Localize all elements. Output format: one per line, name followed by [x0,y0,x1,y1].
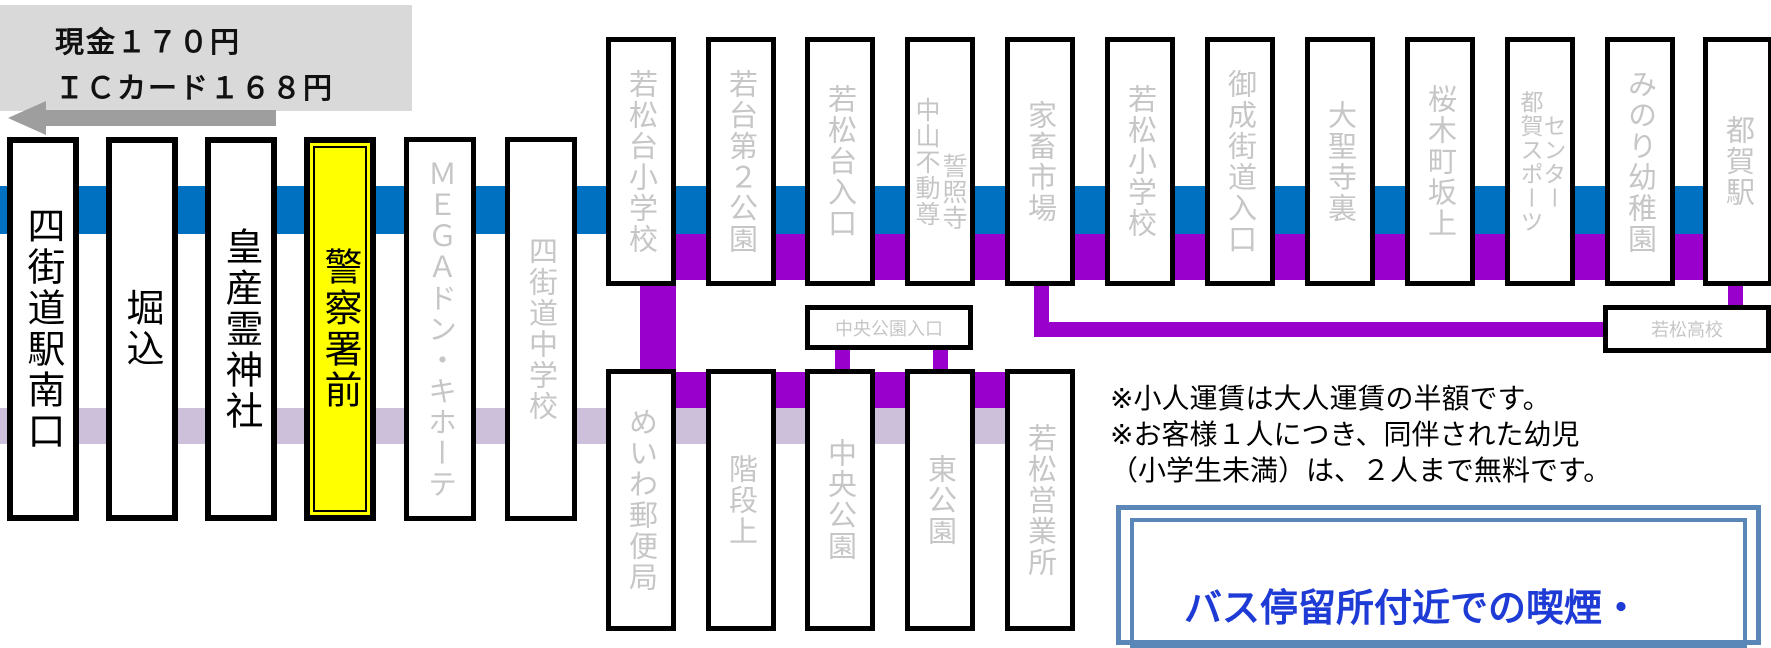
stop-musubi-shrine[interactable]: 皇産霊神社 [205,137,277,521]
stop-label: 若松高校 [1651,320,1723,341]
stop-wakamatsudai-entrance[interactable]: 若松台入口 [805,37,875,286]
stop-sakuragicho-sakaue[interactable]: 桜木町坂上 [1405,37,1475,286]
fare-cash: 現金１７０円 [55,25,242,59]
stop-label: 都賀駅 [1721,115,1756,208]
stop-label: ＭＥＧＡドン・キホーテ [423,158,458,500]
notice-text: バス停留所付近での喫煙・ [1184,586,1641,630]
stop-onari-kaido-entrance[interactable]: 御成街道入口 [1205,37,1275,286]
stop-label: 中山不動尊 [912,96,941,227]
stop-police-station-current[interactable]: 警察署前 [304,137,376,521]
fare-ic-card: ＩＣカード１６８円 [55,71,335,105]
stop-horigome[interactable]: 堀込 [106,137,178,521]
note-infant-2: （小学生未満）は、２人まで無料です。 [1110,454,1612,487]
stop-wakamatsu-high[interactable]: 若松高校 [1603,305,1771,353]
stop-label: 桜木町坂上 [1423,84,1458,239]
stop-label: めいわ郵便局 [624,407,659,593]
stop-chuo-park[interactable]: 中央公園 [805,369,875,631]
stop-wakamatsudai-elementary[interactable]: 若松台小学校 [606,37,676,286]
stop-meiwa-post-office[interactable]: めいわ郵便局 [606,369,676,631]
stop-label: 堀込 [120,288,164,370]
stop-wakamatsu-office[interactable]: 若松営業所 [1005,369,1075,631]
stop-label-sub: センター [1539,113,1565,210]
chuo-connector-2 [933,345,948,375]
wakamatsu-branch-line [1034,322,1612,337]
stop-minori-kindergarten[interactable]: みのり幼稚園 [1605,37,1675,286]
stop-label: 若松小学校 [1123,84,1158,239]
stop-label: 大聖寺裏 [1323,99,1358,224]
stop-label-sub: 誓照寺 [939,152,968,231]
chuo-connector-1 [835,345,850,375]
stop-tsuga-sports-center[interactable]: 都賀スポーツ センター [1505,37,1575,286]
fare-box: 現金１７０円 ＩＣカード１６８円 [0,5,412,111]
stop-higashi-park[interactable]: 東公園 [905,369,975,631]
stop-label: 皇産霊神社 [219,226,263,432]
stop-label: 家畜市場 [1023,99,1058,224]
stop-label: 東公園 [923,453,958,547]
stop-wakamatsu-elementary[interactable]: 若松小学校 [1105,37,1175,286]
stop-label: 若松営業所 [1023,422,1058,578]
stop-yotsukaido-sta-south[interactable]: 四街道駅南口 [7,137,79,521]
stop-label: 中央公園入口 [835,318,943,340]
stop-label: みのり幼稚園 [1623,68,1658,255]
notice-frame-inner: バス停留所付近での喫煙・ [1130,518,1747,648]
stop-label: 四街道中学校 [524,236,559,422]
stop-daishoji-ura[interactable]: 大聖寺裏 [1305,37,1375,286]
note-infant-1: ※お客様１人につき、同伴された幼児 [1110,418,1580,451]
stop-label: 中央公園 [823,438,858,562]
note-child-fare: ※小人運賃は大人運賃の半額です。 [1110,382,1551,415]
stop-label: 若松台小学校 [624,68,659,255]
stop-label: 階段上 [724,453,759,547]
stop-chuo-park-entrance[interactable]: 中央公園入口 [805,305,973,350]
stop-label: 若松台入口 [823,84,858,239]
stop-wakadai-park-2[interactable]: 若台第２公園 [706,37,776,286]
stop-label: 若台第２公園 [724,68,759,255]
stop-yotsukaido-junior-high[interactable]: 四街道中学校 [505,137,577,521]
direction-arrow-icon [8,101,46,135]
stop-livestock-market[interactable]: 家畜市場 [1005,37,1075,286]
stop-label: 警察署前 [318,247,362,411]
stop-label: 都賀スポーツ [1516,89,1542,234]
stop-label: 四街道駅南口 [21,206,65,452]
stop-mega-donki[interactable]: ＭＥＧＡドン・キホーテ [404,137,476,521]
route-line-blue [0,186,1771,234]
stop-label: 御成街道入口 [1223,68,1258,255]
stop-tsuga-station[interactable]: 都賀駅 [1703,37,1771,286]
stop-kaidan-ue[interactable]: 階段上 [706,369,776,631]
direction-arrow-bar [44,110,276,126]
stop-nakayama-fudoson[interactable]: 中山不動尊 誓照寺 [905,37,975,286]
wakamatsu-branch-rise [1728,280,1743,308]
